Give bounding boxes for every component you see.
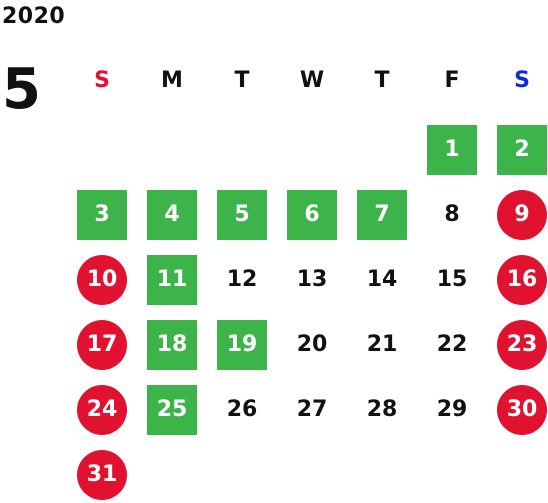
weekday-header: S — [514, 68, 530, 93]
day-cell: 20 — [296, 332, 328, 357]
day-cell: 27 — [296, 397, 328, 422]
day-cell-closed: 24 — [77, 385, 127, 435]
day-cell-highlighted: 4 — [147, 190, 197, 240]
weekday-header: M — [161, 68, 183, 93]
weekday-header: S — [94, 68, 110, 93]
day-cell-highlighted: 25 — [147, 385, 197, 435]
day-cell-closed: 31 — [77, 450, 127, 500]
day-cell-highlighted: 7 — [357, 190, 407, 240]
weekday-header: T — [234, 68, 250, 93]
day-cell-closed: 17 — [77, 320, 127, 370]
day-cell-closed: 23 — [497, 320, 547, 370]
day-cell-closed: 16 — [497, 255, 547, 305]
weekday-header: T — [374, 68, 390, 93]
weekday-header: F — [444, 68, 460, 93]
day-cell-closed: 9 — [497, 190, 547, 240]
day-cell-closed: 10 — [77, 255, 127, 305]
day-cell: 26 — [226, 397, 258, 422]
day-cell: 8 — [444, 202, 460, 227]
day-cell-highlighted: 11 — [147, 255, 197, 305]
day-cell-highlighted: 6 — [287, 190, 337, 240]
day-cell: 29 — [436, 397, 468, 422]
day-cell-highlighted: 5 — [217, 190, 267, 240]
day-cell: 28 — [366, 397, 398, 422]
month-number: 5 — [2, 57, 41, 122]
day-cell-closed: 30 — [497, 385, 547, 435]
day-cell: 22 — [436, 332, 468, 357]
day-cell: 14 — [366, 267, 398, 292]
day-cell: 12 — [226, 267, 258, 292]
day-cell: 13 — [296, 267, 328, 292]
day-cell-highlighted: 2 — [497, 125, 547, 175]
day-cell: 15 — [436, 267, 468, 292]
weekday-header: W — [299, 68, 325, 93]
day-cell-highlighted: 3 — [77, 190, 127, 240]
day-cell-highlighted: 18 — [147, 320, 197, 370]
year-label: 2020 — [2, 4, 66, 29]
day-cell-highlighted: 1 — [427, 125, 477, 175]
day-cell-highlighted: 19 — [217, 320, 267, 370]
day-cell: 21 — [366, 332, 398, 357]
